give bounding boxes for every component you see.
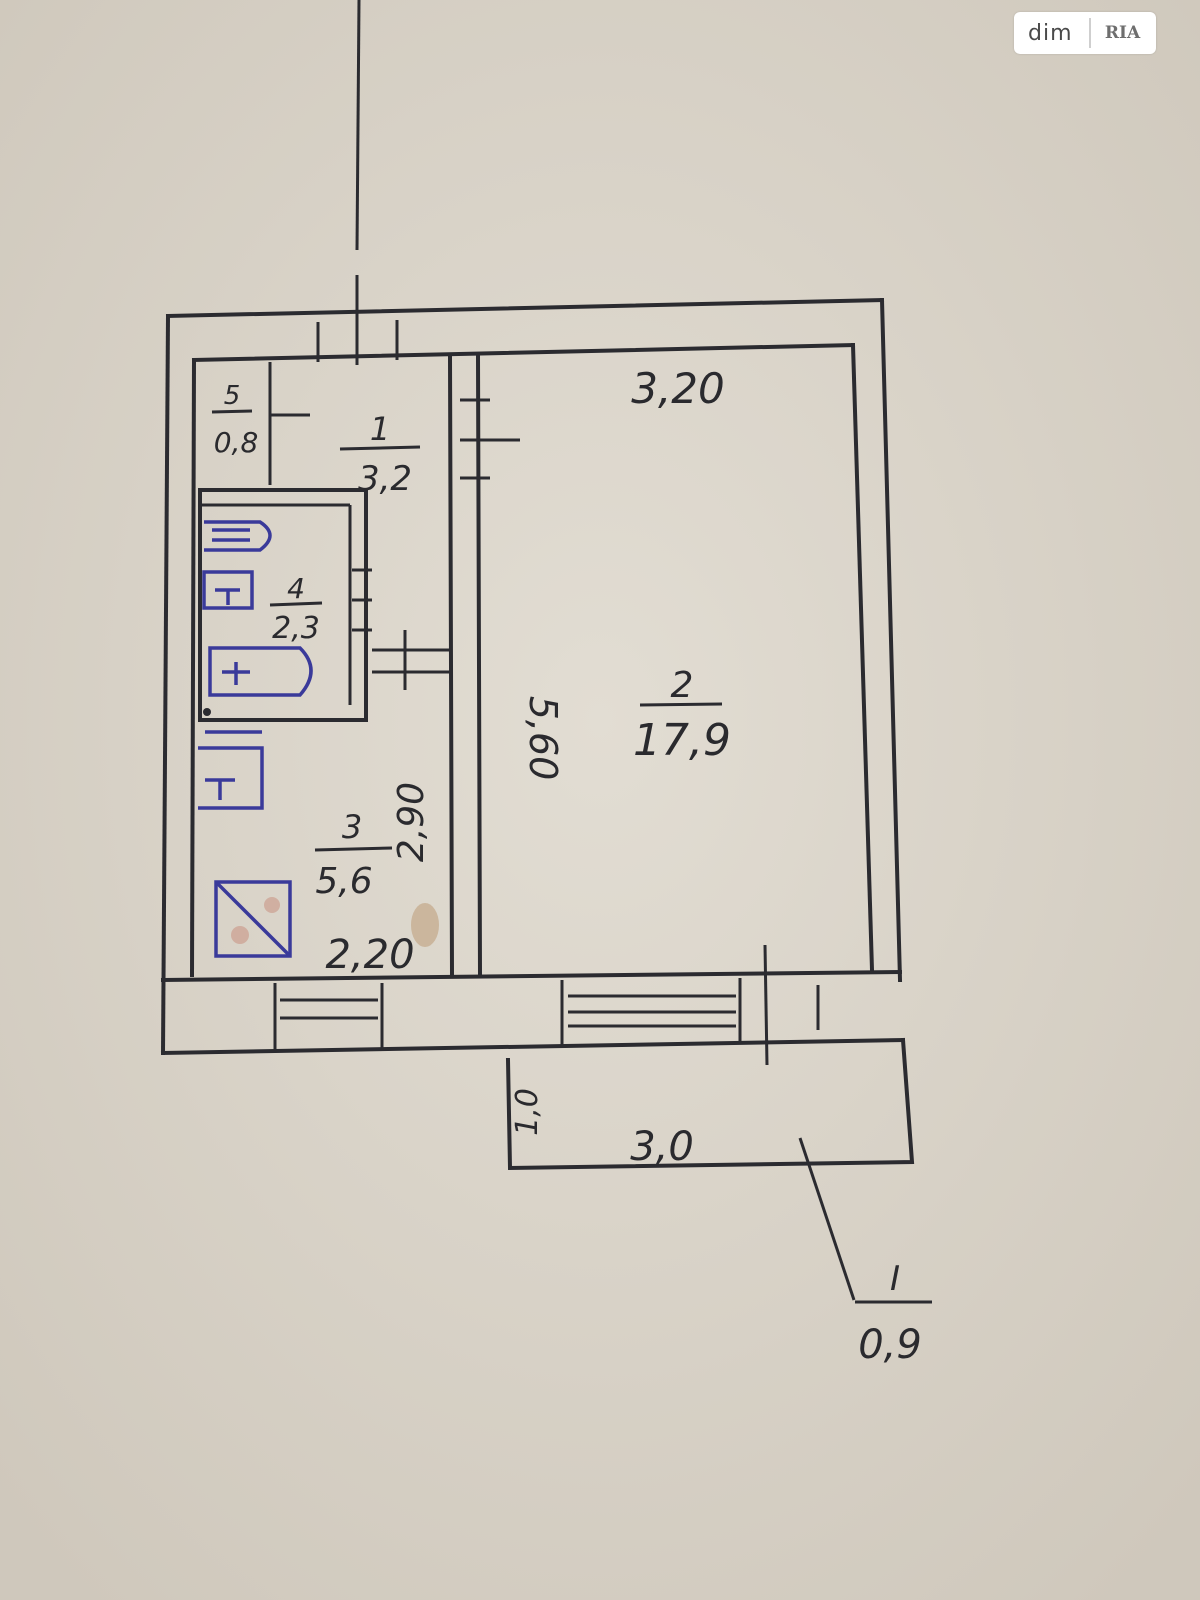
room5-number: 5 bbox=[224, 381, 241, 411]
sink-fixture bbox=[204, 520, 272, 552]
room2-number: 2 bbox=[671, 665, 694, 706]
balcony-width-dimension: 3,0 bbox=[630, 1124, 694, 1170]
outer-wall-left bbox=[160, 313, 171, 1056]
balcony-door bbox=[763, 944, 820, 1066]
room4-number: 4 bbox=[287, 572, 305, 605]
watermark-brand-right: RIA bbox=[1088, 18, 1149, 48]
balcony-outline bbox=[505, 1037, 915, 1171]
room1-area: 3,2 bbox=[358, 459, 412, 499]
balcony-number: I bbox=[890, 1259, 900, 1299]
stove-fixture bbox=[214, 880, 292, 958]
riser-line bbox=[355, 0, 361, 251]
kitchen-length-dimension: 2,90 bbox=[391, 782, 432, 862]
inner-wall-top bbox=[191, 342, 856, 363]
main-width-dimension: 3,20 bbox=[631, 364, 725, 413]
kitchen-width-dimension: 2,20 bbox=[325, 932, 414, 978]
balcony-area: 0,9 bbox=[858, 1322, 922, 1368]
toilet-fixture bbox=[202, 570, 254, 610]
room4-fraction-bar bbox=[269, 601, 323, 607]
balcony-depth-dimension: 1,0 bbox=[510, 1088, 545, 1136]
bathroom-walls bbox=[198, 488, 368, 722]
inner-wall-left bbox=[189, 357, 197, 978]
partition-wall-b bbox=[475, 354, 483, 978]
room2-fraction-bar bbox=[639, 702, 723, 707]
room4-area: 2,3 bbox=[272, 611, 320, 646]
watermark-brand-left: dim bbox=[1028, 20, 1073, 46]
room3-number: 3 bbox=[342, 808, 362, 846]
outer-wall-top bbox=[165, 297, 885, 319]
dimria-watermark: dim RIA bbox=[1014, 12, 1156, 54]
kitchen-window bbox=[273, 983, 384, 1050]
inner-wall-right bbox=[850, 342, 875, 973]
room-window bbox=[560, 978, 742, 1046]
balcony-leader-line bbox=[798, 1137, 856, 1301]
room1-number: 1 bbox=[370, 410, 390, 448]
room1-fraction-bar bbox=[339, 445, 421, 451]
room5-area: 0,8 bbox=[214, 426, 259, 459]
paper-stain bbox=[411, 903, 439, 947]
main-length-dimension: 5,60 bbox=[521, 696, 565, 781]
outer-wall-right bbox=[879, 297, 903, 983]
room3-area: 5,6 bbox=[315, 861, 372, 902]
kitchen-sink-fixture bbox=[198, 730, 264, 810]
partition-wall-a bbox=[447, 354, 455, 978]
bathtub-fixture bbox=[208, 646, 313, 697]
inner-wall-bottom bbox=[160, 969, 903, 983]
room5-fraction-bar bbox=[211, 409, 253, 414]
room2-area: 17,9 bbox=[633, 715, 731, 766]
outer-wall-bottom bbox=[160, 1037, 906, 1056]
bathroom-riser-dot bbox=[203, 708, 211, 716]
room3-fraction-bar bbox=[314, 846, 393, 852]
